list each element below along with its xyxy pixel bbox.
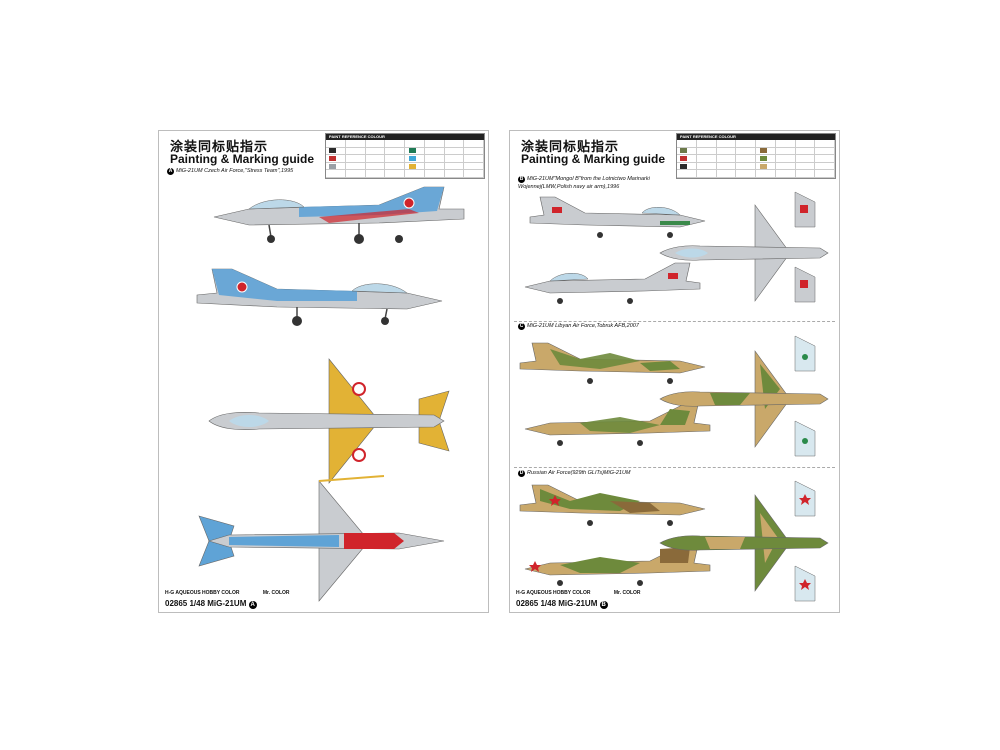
legend-hobby-color: H-G AQUEOUS HOBBY COLOR [516,590,591,596]
instruction-sheet-left: 涂装同标贴指示 Painting & Marking guide PAINT R… [158,130,489,613]
footer-badge: A [248,601,257,609]
aircraft-b-side-view-1 [529,196,706,238]
section-d-text: Russian Air Force(929th GLITs)MiG-21UM [527,470,631,476]
color-swatch [760,164,767,169]
paint-legend: H-G AQUEOUS HOBBY COLOR Mr. COLOR [516,590,663,596]
aircraft-b-top-view [659,204,829,302]
aircraft-a-side-view-left [213,186,465,244]
section-d-badge: D [518,470,525,477]
aircraft-c-top-view [659,350,829,448]
aircraft-c-side-view-1 [519,342,706,384]
paint-reference-grid [677,140,835,178]
paint-reference-table: PAINT REFERENCE COLOUR [676,133,836,179]
sheet-footer: 02865 1/48 MiG-21UM B [516,599,610,609]
color-swatch [680,148,687,153]
color-swatch [329,148,336,153]
instruction-sheet-right: 涂装同标贴指示 Painting & Marking guide PAINT R… [509,130,840,613]
legend-mr-color: Mr. COLOR [262,590,290,596]
section-c-badge: C [518,323,525,330]
section-b-text: MiG-21UM"Mongol B"from the Lotnictwo Mar… [518,176,650,190]
color-swatch [760,156,767,161]
footer-code: 02865 1/48 MiG-21UM [516,599,598,608]
title-chinese: 涂装同标贴指示 [521,140,620,155]
aircraft-d-tail-details [794,480,816,602]
paint-reference-grid [326,140,484,178]
aircraft-d-top-view [659,494,829,592]
aircraft-a-bottom-view [198,475,445,602]
section-a-badge: A [167,168,174,175]
title-english: Painting & Marking guide [521,152,666,166]
color-swatch [680,156,687,161]
title-chinese: 涂装同标贴指示 [170,140,269,155]
paint-reference-table: PAINT REFERENCE COLOUR [325,133,485,179]
aircraft-c-side-view-2 [524,404,711,446]
aircraft-a-side-view-right [196,268,443,326]
footer-code: 02865 1/48 MiG-21UM [165,599,247,608]
footer-badge: B [599,601,608,609]
color-swatch [409,148,416,153]
aircraft-c-tail-details [794,335,816,457]
aircraft-d-side-view-2 [524,544,711,586]
legend-mr-color: Mr. COLOR [613,590,641,596]
section-a-text: MiG-21UM Czech Air Force,"Stress Team",1… [176,168,294,174]
title-english: Painting & Marking guide [170,152,315,166]
aircraft-d-side-view-1 [519,484,706,526]
section-c-text: MiG-21UM Libyan Air Force,Tobruk AFB,200… [527,323,639,329]
aircraft-b-tail-details [794,191,816,303]
aircraft-a-top-view [208,358,450,484]
legend-hobby-color: H-G AQUEOUS HOBBY COLOR [165,590,240,596]
color-swatch [329,156,336,161]
paint-reference-header: PAINT REFERENCE COLOUR [326,134,484,140]
section-divider [514,321,835,322]
color-swatch [409,164,416,169]
color-swatch [760,148,767,153]
color-swatch [329,164,336,169]
color-swatch [680,164,687,169]
paint-legend: H-G AQUEOUS HOBBY COLOR Mr. COLOR [165,590,312,596]
section-divider [514,467,835,468]
paint-reference-header: PAINT REFERENCE COLOUR [677,134,835,140]
section-b-badge: B [518,176,525,183]
color-swatch [409,156,416,161]
aircraft-b-side-view-2 [524,262,701,304]
sheet-footer: 02865 1/48 MiG-21UM A [165,599,259,609]
